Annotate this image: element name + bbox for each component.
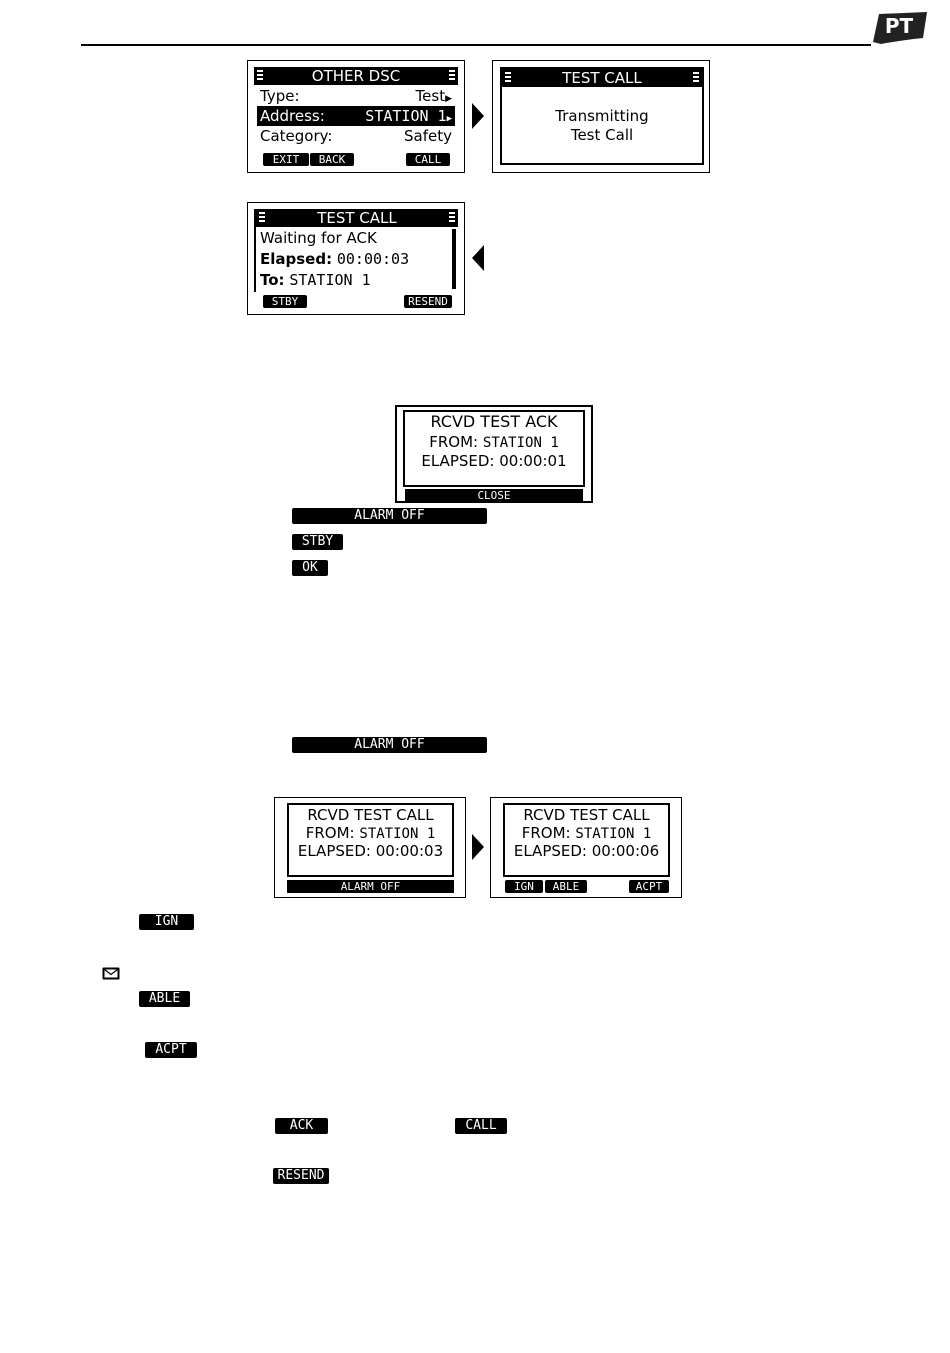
from-value: STATION 1 xyxy=(482,435,559,451)
elapsed-row: Elapsed: 00:00:03 xyxy=(260,249,452,269)
badge-flag-icon xyxy=(873,12,927,44)
from-value: STATION 1 xyxy=(359,826,436,842)
resend-key[interactable]: RESEND xyxy=(273,1168,329,1184)
arrow-right-icon: ▶ xyxy=(446,114,452,124)
to-value: STATION 1 xyxy=(289,271,371,289)
resend-softkey[interactable]: RESEND xyxy=(404,295,452,308)
able-key[interactable]: ABLE xyxy=(139,991,190,1007)
lcd-title: TEST CALL xyxy=(256,209,458,227)
back-softkey[interactable]: BACK xyxy=(310,153,354,166)
alarm-off-softkey[interactable]: ALARM OFF xyxy=(287,880,454,893)
header-rule xyxy=(81,44,871,46)
exit-softkey[interactable]: EXIT xyxy=(263,153,309,166)
elapsed-value: 00:00:03 xyxy=(375,842,444,860)
category-label: Category: xyxy=(260,127,333,145)
address-label: Address: xyxy=(260,107,325,125)
elapsed-label: Elapsed: xyxy=(260,250,333,268)
elapsed-label: ELAPSED: xyxy=(297,842,371,860)
acpt-key[interactable]: ACPT xyxy=(145,1042,197,1058)
type-label: Type: xyxy=(260,87,300,105)
scrollbar[interactable] xyxy=(452,229,456,289)
category-row[interactable]: Category: Safety xyxy=(260,126,452,146)
menu-icon xyxy=(449,70,455,82)
stby-key[interactable]: STBY xyxy=(292,534,343,550)
elapsed-label: ELAPSED: xyxy=(513,842,587,860)
lcd-display: OTHER DSC Type: Test▶ Address: STATION 1… xyxy=(254,67,458,147)
screen-test-call-transmitting: TEST CALL Transmitting Test Call xyxy=(492,60,710,173)
alarm-off-key[interactable]: ALARM OFF xyxy=(292,737,487,753)
call-title: RCVD TEST CALL xyxy=(307,806,434,824)
elapsed-row: ELAPSED: 00:00:06 xyxy=(507,841,666,861)
lcd-display: RCVD TEST CALL FROM: STATION 1 ELAPSED: … xyxy=(503,803,670,877)
envelope-icon xyxy=(102,965,120,980)
type-value-text: Test xyxy=(415,87,446,105)
from-value: STATION 1 xyxy=(575,826,652,842)
screen-title: TEST CALL xyxy=(317,209,397,227)
menu-icon xyxy=(505,72,511,84)
call-softkey[interactable]: CALL xyxy=(406,153,450,166)
ign-softkey[interactable]: IGN xyxy=(505,880,543,893)
menu-icon xyxy=(449,212,455,224)
call-key[interactable]: CALL xyxy=(455,1118,507,1134)
category-value: Safety xyxy=(404,127,452,145)
from-row: FROM: STATION 1 xyxy=(291,823,450,844)
elapsed-value: 00:00:01 xyxy=(499,452,567,470)
screen-test-call-waiting: TEST CALL Waiting for ACK Elapsed: 00:00… xyxy=(247,202,465,315)
lcd-display: TEST CALL Transmitting Test Call xyxy=(500,67,704,165)
elapsed-label: ELAPSED: xyxy=(421,452,495,470)
language-badge-text: PT xyxy=(884,14,914,38)
type-row[interactable]: Type: Test▶ xyxy=(260,86,452,106)
arrow-right-icon: ▶ xyxy=(445,94,452,104)
menu-icon xyxy=(259,212,265,224)
waiting-line: Waiting for ACK xyxy=(260,229,377,247)
lcd-display: RCVD TEST ACK FROM: STATION 1 ELAPSED: 0… xyxy=(403,410,585,487)
ack-title: RCVD TEST ACK xyxy=(430,412,558,431)
stby-softkey[interactable]: STBY xyxy=(263,295,307,308)
status-line-2: Test Call xyxy=(570,126,634,144)
to-label: To: xyxy=(260,271,285,289)
lcd-display: RCVD TEST CALL FROM: STATION 1 ELAPSED: … xyxy=(287,803,454,877)
language-badge xyxy=(873,12,927,44)
lcd-title: OTHER DSC xyxy=(254,67,458,85)
elapsed-row: ELAPSED: 00:00:01 xyxy=(407,451,581,471)
to-row: To: STATION 1 xyxy=(260,270,452,290)
screen-rcvd-test-ack: RCVD TEST ACK FROM: STATION 1 ELAPSED: 0… xyxy=(395,405,593,503)
from-label: FROM: xyxy=(429,433,479,451)
ack-key[interactable]: ACK xyxy=(275,1118,328,1134)
ok-key[interactable]: OK xyxy=(292,560,328,576)
status-line-1: Transmitting xyxy=(555,107,649,125)
screen-rcvd-test-call-options: RCVD TEST CALL FROM: STATION 1 ELAPSED: … xyxy=(490,797,682,898)
from-row: FROM: STATION 1 xyxy=(507,823,666,844)
flow-arrow-left xyxy=(472,245,484,271)
acpt-softkey[interactable]: ACPT xyxy=(629,880,669,893)
screen-title: TEST CALL xyxy=(562,69,642,87)
alarm-off-key[interactable]: ALARM OFF xyxy=(292,508,487,524)
screen-title: OTHER DSC xyxy=(311,67,401,85)
lcd-display: TEST CALL Waiting for ACK Elapsed: 00:00… xyxy=(254,209,458,292)
lcd-title: TEST CALL xyxy=(502,69,702,87)
from-label: FROM: xyxy=(305,824,355,842)
type-value: Test▶ xyxy=(416,86,452,109)
menu-icon xyxy=(693,72,699,84)
address-value: STATION 1▶ xyxy=(365,106,452,129)
from-label: FROM: xyxy=(521,824,571,842)
flow-arrow-right xyxy=(472,834,484,860)
screen-other-dsc: OTHER DSC Type: Test▶ Address: STATION 1… xyxy=(247,60,465,173)
ign-key[interactable]: IGN xyxy=(139,914,194,930)
elapsed-value: 00:00:06 xyxy=(591,842,660,860)
call-title: RCVD TEST CALL xyxy=(523,806,650,824)
elapsed-row: ELAPSED: 00:00:03 xyxy=(291,841,450,861)
close-softkey[interactable]: CLOSE xyxy=(405,489,583,502)
screen-rcvd-test-call-alarm: RCVD TEST CALL FROM: STATION 1 ELAPSED: … xyxy=(274,797,466,898)
menu-icon xyxy=(257,70,263,82)
elapsed-value: 00:00:03 xyxy=(336,250,410,268)
address-row[interactable]: Address: STATION 1▶ xyxy=(257,106,455,126)
address-value-text: STATION 1 xyxy=(365,107,447,125)
flow-arrow-right xyxy=(472,103,484,129)
from-row: FROM: STATION 1 xyxy=(407,432,581,453)
able-softkey[interactable]: ABLE xyxy=(545,880,587,893)
